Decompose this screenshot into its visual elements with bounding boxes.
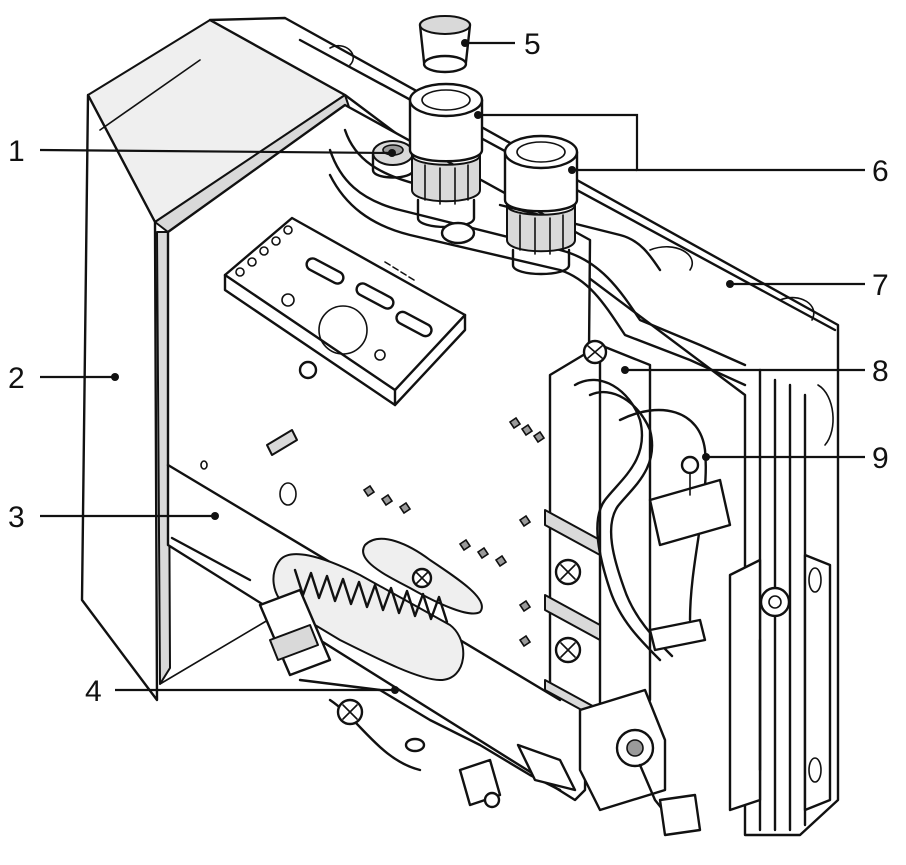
- outlet-fitting: [578, 688, 702, 837]
- contact-pins: [362, 416, 546, 568]
- thermostat-wiring: [573, 378, 732, 662]
- callout-9: 9: [702, 442, 889, 475]
- svg-text:5: 5: [524, 28, 541, 61]
- svg-text:2: 2: [8, 362, 25, 395]
- callout-1: 1: [8, 135, 396, 168]
- heating-element: [258, 553, 577, 809]
- svg-text:4: 4: [85, 675, 102, 708]
- svg-text:6: 6: [872, 155, 889, 188]
- callout-2: 2: [8, 362, 119, 395]
- terminal-block: [518, 339, 652, 721]
- svg-text:8: 8: [872, 355, 889, 388]
- callout-8: 8: [621, 355, 889, 388]
- circuit-board: [223, 216, 467, 407]
- callout-7: 7: [726, 269, 889, 302]
- small-cap: [418, 15, 472, 74]
- svg-text:1: 1: [8, 135, 25, 168]
- svg-text:3: 3: [8, 501, 25, 534]
- callout-6: 6: [474, 111, 889, 188]
- svg-text:9: 9: [872, 442, 889, 475]
- mounting-bracket: [728, 553, 832, 812]
- svg-text:7: 7: [872, 269, 889, 302]
- pipe-fitting-right: [503, 134, 579, 276]
- callout-4: 4: [85, 675, 399, 708]
- callout-5: 5: [461, 28, 541, 61]
- small-knob: [440, 221, 476, 245]
- callout-3: 3: [8, 501, 219, 534]
- front-cover: [80, 19, 351, 702]
